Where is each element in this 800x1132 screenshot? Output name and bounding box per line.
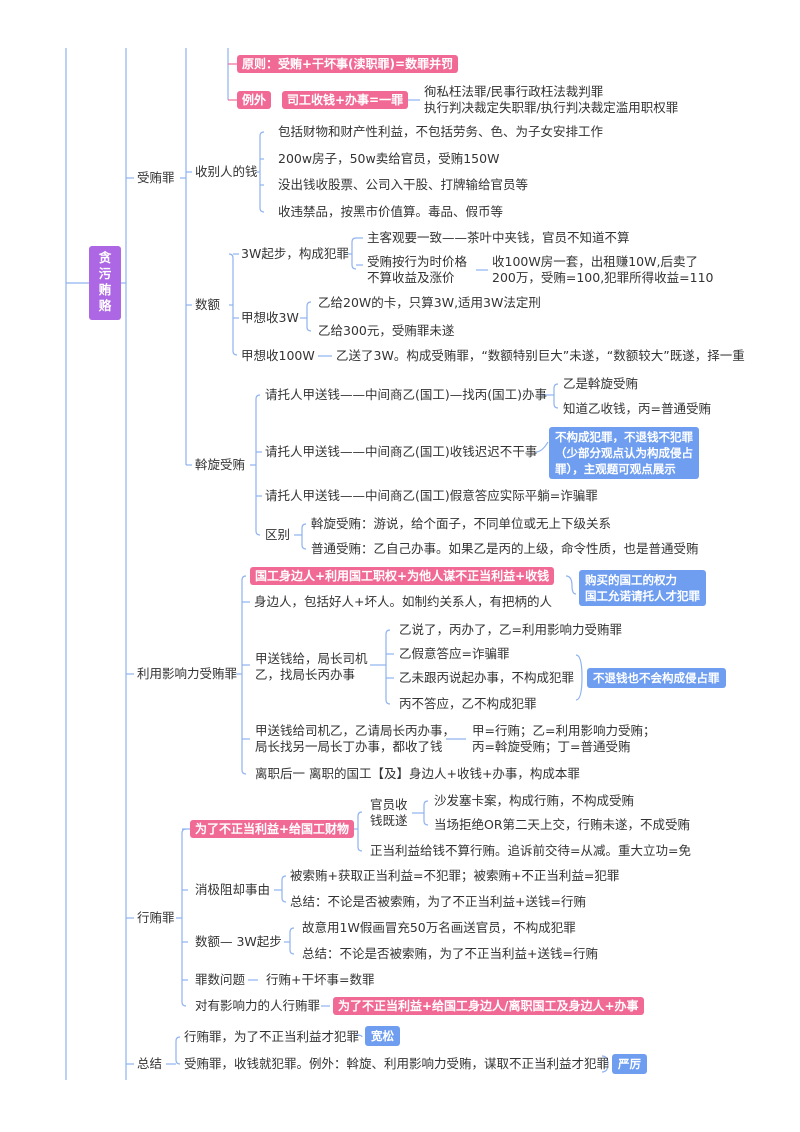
tag-strict: 严厉 bbox=[612, 1054, 647, 1074]
node-diff: 区别 bbox=[265, 527, 291, 542]
summary-item: 受贿罪，收钱就犯罪。例外：斡旋、利用影响力受贿，谋取不正当利益才犯罪 bbox=[184, 1056, 610, 1071]
node-extort: 消极阻却事由 bbox=[195, 882, 271, 897]
woxuan-case-result: 乙是斡旋受贿 bbox=[563, 376, 639, 391]
official-label: 官员收 bbox=[370, 797, 408, 812]
proper-benefit: 正当利益给钱不算行贿。追诉前交待=从减。重大立功=免 bbox=[370, 843, 691, 858]
official-item: 当场拒绝OR第二天上交，行贿未遂，不成受贿 bbox=[434, 817, 691, 832]
influence-case-item: 乙说了，丙办了，乙=利用影响力受贿罪 bbox=[399, 622, 622, 637]
want3w-item: 乙给300元，受贿罪未遂 bbox=[318, 323, 455, 338]
node-counts: 罪数问题 bbox=[195, 972, 246, 987]
note-line: 国工允诺请托人才犯罪 bbox=[585, 589, 700, 603]
want3w-item: 乙给20W的卡，只算3W,适用3W法定刑 bbox=[318, 295, 541, 310]
xinghui-amount-item: 总结：不论是否被索贿，为了不正当利益+送钱=行贿 bbox=[302, 946, 598, 961]
money-item: 收违禁品，按黑市价值算。毒品、假币等 bbox=[278, 204, 504, 219]
money-item: 包括财物和财产性利益，不包括劳务、色、为子女安排工作 bbox=[278, 124, 604, 139]
influence-note: 购买的国工的权力 国工允诺请托人才犯罪 bbox=[579, 570, 706, 606]
xinghui-rule-tag: 为了不正当利益+给国工财物 bbox=[190, 820, 355, 838]
influence-case2-result: 甲=行贿；乙=利用影响力受贿； bbox=[472, 723, 656, 738]
official-label: 钱既遂 bbox=[370, 813, 408, 828]
exception-result: 执行判决裁定失职罪/执行判决裁定滥用职权罪 bbox=[424, 100, 679, 115]
root-char: 贪 bbox=[98, 250, 112, 265]
node-want100w: 甲想收100W bbox=[241, 348, 315, 363]
extort-item: 总结：不论是否被索贿，为了不正当利益+送钱=行贿 bbox=[290, 894, 586, 909]
xinghui-amount-item: 故意用1W假画冒充50万名画送官员，不构成犯罪 bbox=[302, 920, 576, 935]
principle-tag: 原则：受贿+干坏事(渎职罪)=数罪并罚 bbox=[237, 55, 459, 73]
note-line: 罪），主观题可观点展示 bbox=[555, 462, 676, 476]
branch-xinghui: 行贿罪 bbox=[137, 910, 175, 925]
node-want3w: 甲想收3W bbox=[241, 310, 299, 325]
influence-person: 身边人，包括好人+坏人。如制约关系人，有把柄的人 bbox=[254, 594, 552, 609]
root-char: 贿 bbox=[98, 282, 112, 297]
root-char: 赂 bbox=[98, 298, 112, 313]
woxuan-case: 请托人甲送钱——中间商乙(国工)—找丙(国工)办事 bbox=[265, 387, 548, 402]
influence-case2-label: 局长找另一局长丁办事，都收了钱 bbox=[255, 739, 443, 754]
node-xinghui-amount: 数额— 3W起步 bbox=[195, 934, 282, 949]
amount-case-detail: 收100W房一套，出租赚10W,后卖了 bbox=[492, 254, 698, 269]
influence-case-item: 乙未跟丙说起办事，不构成犯罪 bbox=[399, 670, 575, 685]
branch-shouhui: 受贿罪 bbox=[137, 170, 175, 185]
money-item: 没出钱收股票、公司入干股、打牌输给官员等 bbox=[278, 177, 529, 192]
money-item: 200w房子，50w卖给官员，受贿150W bbox=[278, 151, 500, 166]
influence-note-2: 不退钱也不会构成侵占罪 bbox=[587, 668, 726, 688]
official-item: 沙发塞卡案，构成行贿，不构成受贿 bbox=[434, 793, 635, 808]
amount-case-label: 受贿按行为时价格 bbox=[367, 254, 468, 269]
node-woxuan: 斡旋受贿 bbox=[195, 457, 246, 472]
woxuan-case-result: 知道乙收钱，丙=普通受贿 bbox=[563, 401, 711, 416]
note-line: 购买的国工的权力 bbox=[585, 573, 677, 587]
woxuan-case: 请托人甲送钱——中间商乙(国工)假意答应实际平躺=诈骗罪 bbox=[265, 488, 598, 503]
branch-influence: 利用影响力受贿罪 bbox=[137, 666, 238, 681]
tag-lenient: 宽松 bbox=[365, 1026, 400, 1046]
root-char: 污 bbox=[98, 266, 112, 281]
amount-start-item: 主客观要一致——茶叶中夹钱，官员不知道不算 bbox=[367, 230, 630, 245]
note-line: 不构成犯罪，不退钱不犯罪 bbox=[555, 430, 693, 444]
branch-summary: 总结 bbox=[137, 1056, 163, 1071]
summary-item: 行贿罪，为了不正当利益才犯罪 bbox=[184, 1029, 360, 1044]
extort-item: 被索贿+获取正当利益=不犯罪；被索贿+不正当利益=犯罪 bbox=[290, 868, 620, 883]
woxuan-case: 请托人甲送钱——中间商乙(国工)收钱迟迟不干事 bbox=[265, 444, 538, 459]
influence-case-item: 丙不答应，乙不构成犯罪 bbox=[399, 696, 537, 711]
exception-rule-tag: 司工收钱+办事=一罪 bbox=[282, 91, 409, 109]
influence-case-label: 甲送钱给，局长司机 bbox=[255, 651, 368, 666]
influence-bribe-tag: 为了不正当利益+给国工身边人/离职国工及身边人+办事 bbox=[333, 997, 644, 1015]
influence-rule-tag: 国工身边人+利用国工职权+为他人谋不正当利益+收钱 bbox=[250, 567, 555, 585]
node-money: 收别人的钱 bbox=[195, 164, 258, 179]
influence-retired: 离职后一 离职的国工【及】身边人+收钱+办事，构成本罪 bbox=[255, 766, 580, 781]
counts-detail: 行贿+干坏事=数罪 bbox=[266, 972, 375, 987]
amount-case-label: 不算收益及涨价 bbox=[367, 270, 455, 285]
want100w-detail: 乙送了3W。构成受贿罪，“数额特别巨大”未遂，“数额较大”既遂，择一重 bbox=[336, 348, 745, 363]
woxuan-note: 不构成犯罪，不退钱不犯罪 （少部分观点认为构成侵占 罪），主观题可观点展示 bbox=[549, 427, 699, 479]
diff-item: 斡旋受贿：游说，给个面子，不同单位或无上下级关系 bbox=[311, 516, 612, 531]
node-amount: 数额 bbox=[195, 297, 221, 312]
influence-case-label: 乙，找局长丙办事 bbox=[255, 667, 356, 682]
amount-case-detail: 200万，受贿=100,犯罪所得收益=110 bbox=[492, 270, 714, 285]
root-node-corruption: 贪 污 贿 赂 bbox=[89, 246, 121, 320]
note-line: （少部分观点认为构成侵占 bbox=[555, 446, 693, 460]
influence-case-item: 乙假意答应=诈骗罪 bbox=[399, 646, 510, 661]
diff-item: 普通受贿：乙自己办事。如果乙是丙的上级，命令性质，也是普通受贿 bbox=[311, 541, 699, 556]
exception-result: 徇私枉法罪/民事行政枉法裁判罪 bbox=[424, 84, 604, 99]
node-influence-bribe: 对有影响力的人行贿罪 bbox=[195, 998, 321, 1013]
influence-case2-label: 甲送钱给司机乙，乙请局长丙办事， bbox=[255, 723, 456, 738]
node-amount-start: 3W起步，构成犯罪 bbox=[241, 246, 349, 261]
exception-tag: 例外 bbox=[237, 91, 272, 109]
influence-case2-result: 丙=斡旋受贿；丁=普通受贿 bbox=[472, 739, 631, 754]
